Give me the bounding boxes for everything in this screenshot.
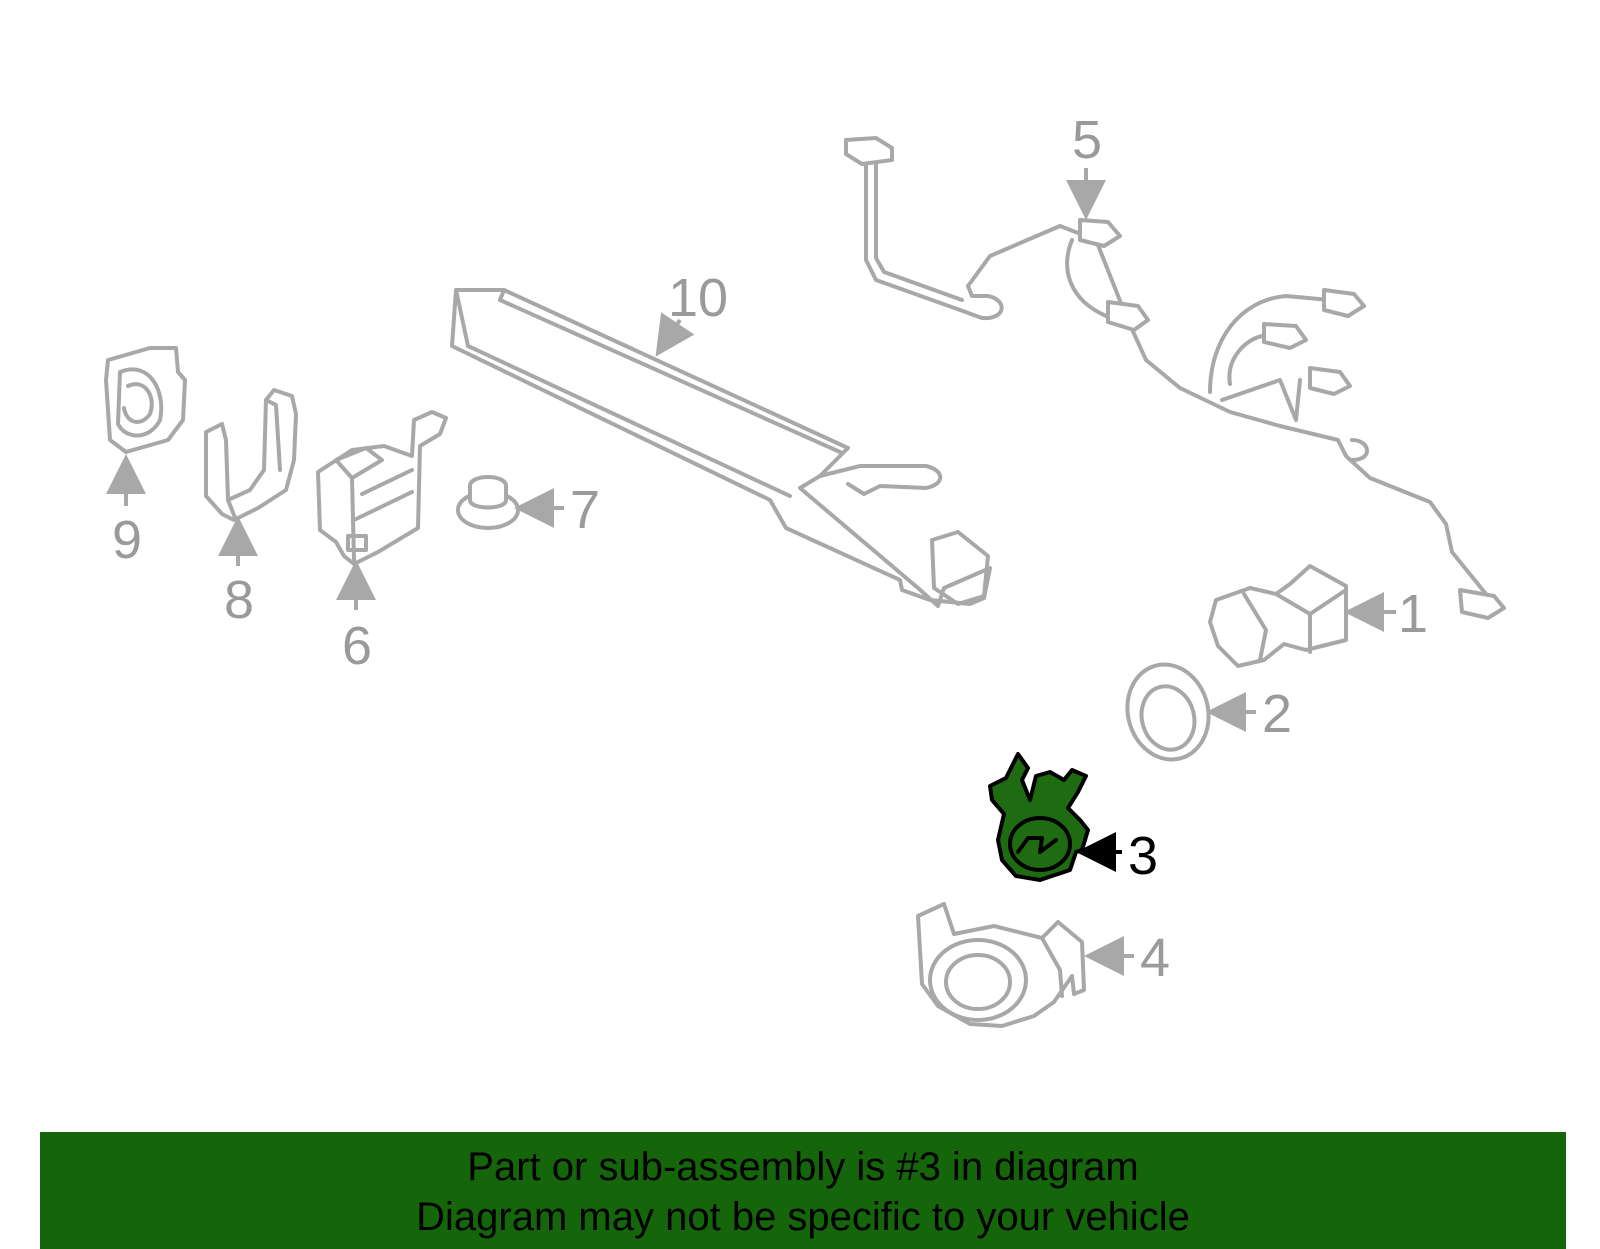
banner-line-1: Part or sub-assembly is #3 in diagram: [467, 1145, 1139, 1189]
part-5-wiring-harness[interactable]: [844, 136, 1506, 620]
callout-7-label: 7: [570, 480, 600, 540]
callout-3-label: 3: [1128, 826, 1158, 886]
part-4-bracket[interactable]: [916, 902, 1086, 1028]
callout-9-label: 9: [112, 510, 142, 570]
callout-2-label: 2: [1262, 684, 1292, 744]
part-2-ring[interactable]: [1117, 655, 1219, 768]
part-6-holder[interactable]: [316, 410, 448, 566]
callout-4-label: 4: [1140, 928, 1170, 988]
callout-10-arrow: [655, 312, 695, 357]
callout-8-label: 8: [224, 570, 254, 630]
part-1-sensor[interactable]: [1208, 564, 1348, 668]
part-9-bracket[interactable]: [104, 346, 187, 454]
banner-line-2: Diagram may not be specific to your vehi…: [416, 1195, 1190, 1239]
callout-5-label: 5: [1072, 110, 1102, 170]
part-3-retainer[interactable]: [988, 752, 1090, 882]
callout-1-label: 1: [1398, 584, 1428, 644]
callout-10-label: 10: [668, 268, 728, 328]
info-banner: Part or sub-assembly is #3 in diagram Di…: [40, 1132, 1566, 1249]
part-10-beam[interactable]: [450, 288, 992, 608]
part-8-bracket[interactable]: [204, 388, 298, 522]
callout-6-label: 6: [342, 616, 372, 676]
part-7-grommet[interactable]: [456, 475, 520, 530]
